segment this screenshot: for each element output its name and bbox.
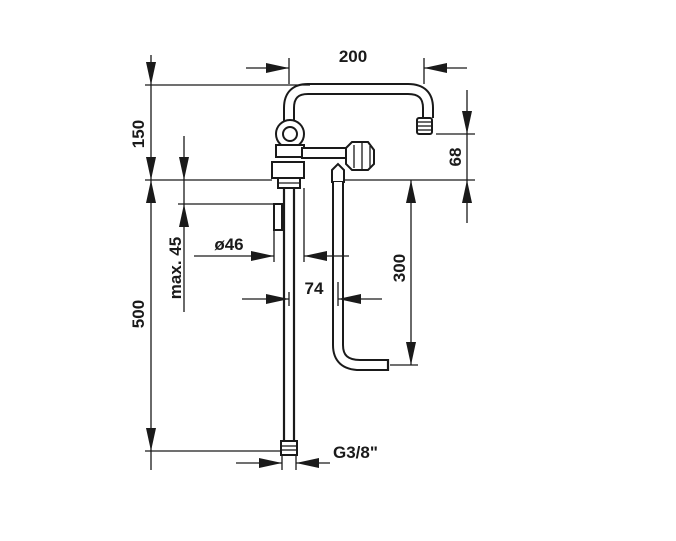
dim-label-150: 150 [129, 120, 148, 148]
aerator-outlet [416, 117, 433, 135]
dim-spacing: 74 [242, 279, 382, 306]
dim-label-200: 200 [339, 47, 367, 66]
dim-label-74: 74 [305, 279, 324, 298]
dim-thread: G3/8" [236, 443, 378, 470]
dim-label-thread: G3/8" [333, 443, 378, 462]
dim-label-300: 300 [390, 254, 409, 282]
hose-connector [331, 162, 345, 183]
swing-spout [283, 83, 434, 125]
dim-max-depth: max. 45 [166, 136, 274, 312]
dim-hose-length: 300 [390, 180, 418, 366]
dim-width-top: 200 [246, 47, 467, 84]
mounting-base [271, 161, 305, 231]
dim-height-left: 150 500 [129, 55, 310, 470]
mixer-head [275, 119, 305, 158]
valve-arm [301, 147, 349, 159]
thread-connector [280, 440, 298, 456]
dim-label-68: 68 [446, 148, 465, 167]
dim-diameter: ø46 [194, 188, 349, 262]
valve-handle [345, 141, 375, 171]
dim-label-max45: max. 45 [166, 237, 185, 299]
flexible-hose [332, 182, 390, 371]
dim-label-diameter: ø46 [214, 235, 243, 254]
supply-pipe [282, 188, 296, 442]
dim-label-500: 500 [129, 300, 148, 328]
dim-outlet-drop: 68 [344, 90, 475, 223]
